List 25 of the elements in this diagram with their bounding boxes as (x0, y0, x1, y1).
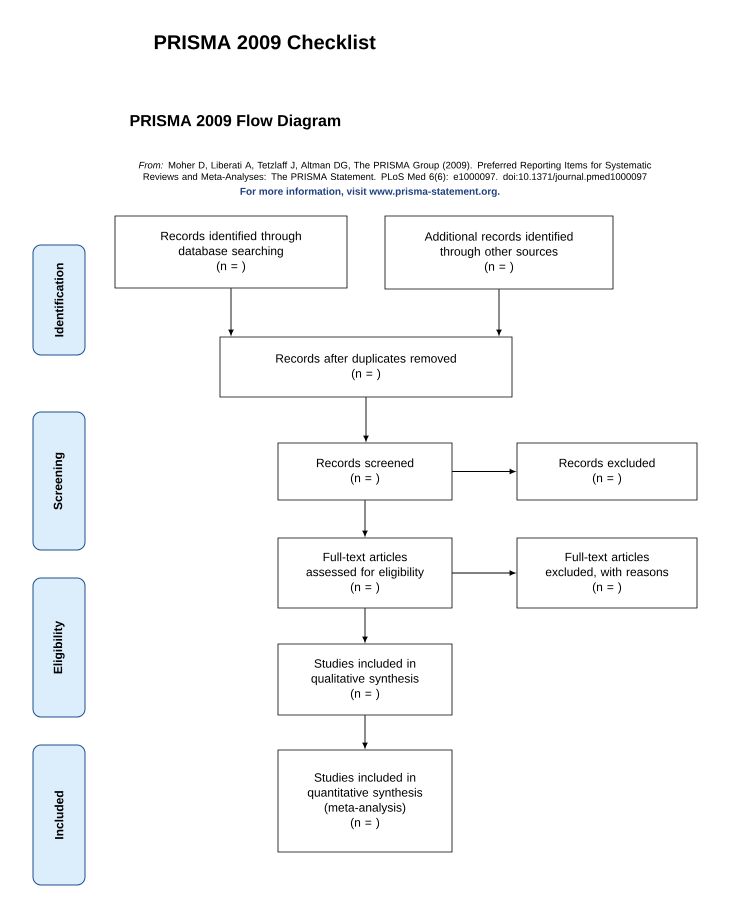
process-box: Records screened (n = ) (278, 442, 452, 500)
citation: From: Moher D, Liberati A, Tetzlaff J, Altman DG, The PRISMA Group (2009). Preferred Reporting Items for Systematic Reviews and Meta-Analyses: The PRISMA Statement. PLoS Med 6(6): e1000097. doi:10.1371/journal.pmed1000097 (138, 162, 652, 182)
process-box: Studies included in quantitative synthesis (meta-analysis) (n = ) (278, 750, 452, 852)
process-box: Records identified through database searching (n = ) (114, 216, 348, 288)
stage-band: Included (32, 744, 86, 886)
stage-band: Screening (32, 412, 86, 550)
arrow (363, 396, 369, 442)
stage-band: Identification (32, 244, 86, 356)
info-line: For more information, visit www.prisma-statement.org. (240, 188, 500, 197)
stage-band: Eligibility (32, 578, 86, 718)
arrow (362, 500, 368, 536)
heading: PRISMA 2009 Flow Diagram (130, 114, 340, 130)
heading: PRISMA 2009 Checklist (154, 34, 376, 50)
process-box: Full-text articles excluded, with reasons (n = ) (516, 538, 698, 608)
arrow (452, 570, 516, 576)
arrow (228, 288, 234, 336)
arrow (362, 608, 368, 642)
process-box: Full-text articles assessed for eligibility (n = ) (278, 538, 452, 608)
arrow (496, 288, 502, 336)
process-box: Records after duplicates removed (n = ) (220, 336, 512, 398)
process-box: Studies included in qualitative synthesis (n = ) (278, 644, 452, 716)
process-box: Records excluded (n = ) (516, 442, 698, 500)
arrow (362, 714, 368, 748)
process-box: Additional records identified through other sources (n = ) (384, 216, 614, 290)
arrow (452, 468, 516, 474)
